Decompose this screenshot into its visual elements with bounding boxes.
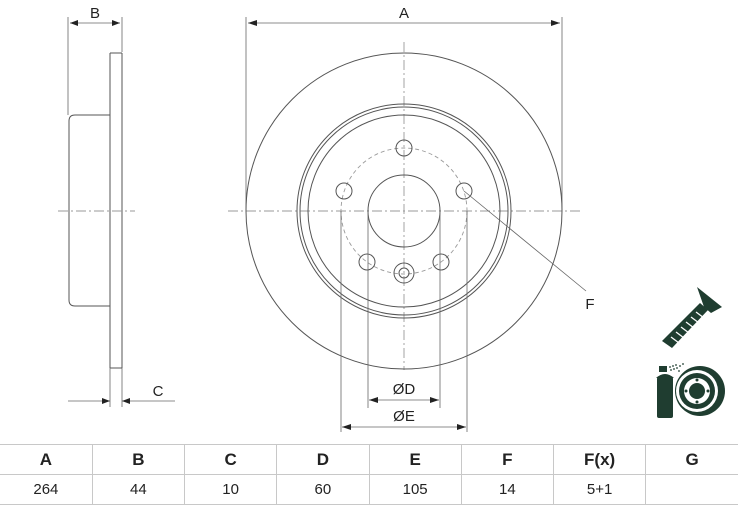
screw-icon — [662, 287, 722, 348]
header-cell-g: G — [645, 444, 738, 475]
header-cell-f: F — [460, 444, 555, 475]
specification-table: A B C D E F F(x) G 264 44 10 60 105 14 5… — [0, 444, 738, 505]
value-cell-c: 10 — [183, 474, 278, 505]
header-cell-b: B — [91, 444, 186, 475]
value-cell-d: 60 — [276, 474, 370, 505]
header-cell-d: D — [276, 444, 370, 475]
value-cell-fx: 5+1 — [552, 474, 647, 505]
side-view: B C — [58, 5, 175, 407]
table-header-row: A B C D E F F(x) G — [0, 444, 738, 475]
dimension-d-label: ØD — [393, 381, 416, 398]
front-view: A F ØD ØE — [228, 5, 595, 432]
value-cell-e: 105 — [368, 474, 462, 505]
value-cell-g — [645, 474, 738, 505]
dimension-a-label: A — [399, 5, 409, 22]
dimension-e-label: ØE — [393, 408, 415, 425]
header-cell-e: E — [368, 444, 462, 475]
header-cell-a: A — [0, 444, 93, 475]
value-cell-a: 264 — [0, 474, 93, 505]
callout-f-label: F — [585, 296, 594, 313]
dimension-c-label: C — [153, 383, 164, 400]
table-value-row: 264 44 10 60 105 14 5+1 — [0, 474, 738, 505]
brake-disc-technical-drawing: B C A — [58, 5, 725, 432]
value-cell-b: 44 — [91, 474, 186, 505]
header-cell-fx: F(x) — [552, 444, 647, 475]
header-cell-c: C — [183, 444, 278, 475]
brake-cleaner-spray-disc-icon — [656, 363, 725, 418]
value-cell-f: 14 — [460, 474, 555, 505]
dimension-b-label: B — [90, 5, 100, 22]
